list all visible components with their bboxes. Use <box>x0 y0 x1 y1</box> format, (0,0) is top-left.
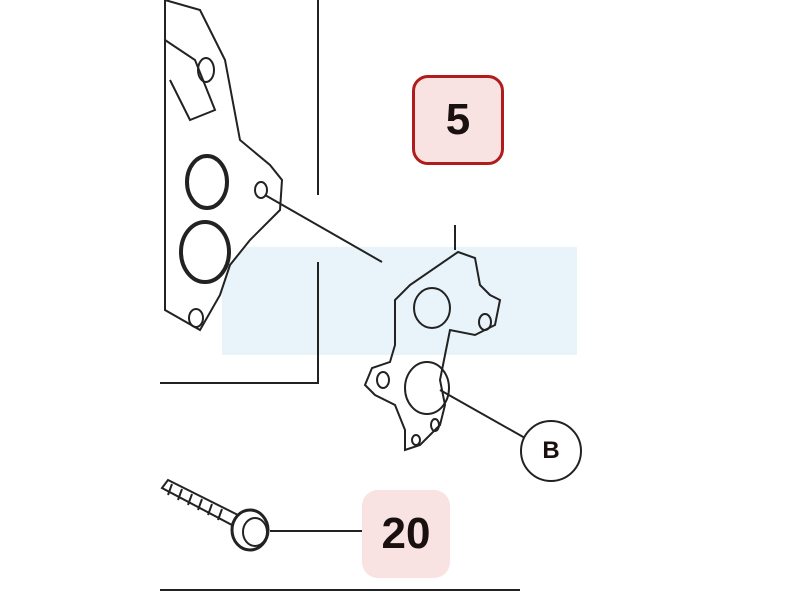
callout-part-5: 5 <box>412 75 504 165</box>
callout-part-20: 20 <box>362 490 450 578</box>
frame-line <box>160 0 520 591</box>
watermark-band <box>222 247 577 355</box>
bolt <box>160 478 362 552</box>
gasket <box>363 225 526 452</box>
carburetor-body <box>164 0 383 332</box>
callout-ref-b: B <box>520 420 582 482</box>
